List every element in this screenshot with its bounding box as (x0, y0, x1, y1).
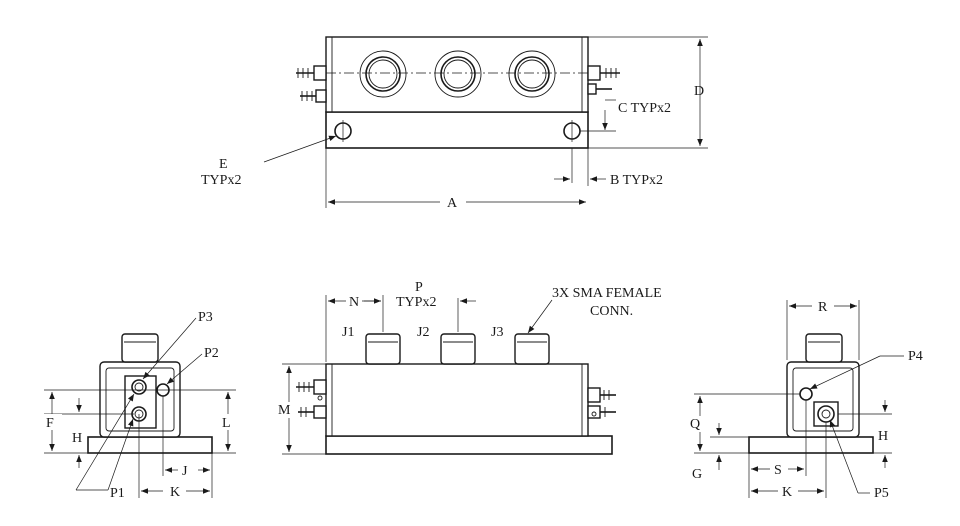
dim-K-right-label: K (782, 485, 792, 500)
right-view-connector (805, 333, 843, 363)
dim-H-left-label: H (72, 431, 82, 446)
sma-note-line2: CONN. (590, 304, 633, 319)
left-view-connector (121, 333, 159, 363)
top-view: D C TYPx2 B TYPx2 A E TYPx2 (201, 36, 708, 211)
dim-S-label: S (774, 463, 782, 478)
front-view-connector-J2 (440, 333, 476, 365)
dim-P-label: P (415, 280, 423, 295)
port-P2-label: P2 (204, 346, 219, 361)
dim-E-label: E (219, 157, 228, 172)
top-view-connector-3 (508, 50, 556, 98)
dim-L-label: L (222, 416, 231, 431)
dim-J-label: J (182, 464, 188, 479)
dim-A-label: A (447, 196, 458, 211)
dim-G-label: G (692, 467, 702, 482)
connector-J2-label: J2 (417, 325, 429, 340)
top-view-base-flange (325, 111, 589, 149)
front-view-left-screws (296, 379, 327, 419)
dim-C-label: C TYPx2 (618, 101, 671, 116)
port-P3-label: P3 (198, 310, 213, 325)
sma-note-line1: 3X SMA FEMALE (552, 286, 662, 301)
top-view-connector-1 (359, 50, 407, 98)
front-view-right-screws (587, 387, 616, 419)
connector-J3-label: J3 (491, 325, 503, 340)
connector-J1-label: J1 (342, 325, 354, 340)
front-view-body (325, 363, 589, 437)
top-view-left-screws (296, 65, 327, 103)
top-view-right-screws (587, 65, 620, 95)
front-view-connector-J1 (365, 333, 401, 365)
left-end-view: F H L J K P3 P2 P1 (42, 310, 238, 501)
dim-H-right-label: H (878, 429, 888, 444)
dim-B-label: B TYPx2 (610, 173, 663, 188)
dim-Q-label: Q (690, 417, 700, 432)
dim-F-label: F (46, 416, 54, 431)
port-P5-label: P5 (874, 486, 889, 501)
dim-M-label: M (278, 403, 291, 418)
dim-D-label: D (694, 84, 704, 99)
dim-P-sublabel: TYPx2 (396, 295, 436, 310)
top-view-body (325, 36, 589, 113)
right-view-base (748, 436, 874, 454)
front-view-connector-J3 (514, 333, 550, 365)
dim-K-left-label: K (170, 485, 180, 500)
front-view-base (325, 435, 613, 455)
port-P1-label: P1 (110, 486, 125, 501)
right-end-view: R P4 Q G H S K P5 (688, 300, 923, 501)
dim-N-label: N (349, 295, 359, 310)
port-P4-label: P4 (908, 349, 923, 364)
dim-E-sublabel: TYPx2 (201, 173, 241, 188)
front-view: J1 J2 J3 N (276, 280, 662, 455)
top-view-connector-2 (434, 50, 482, 98)
dim-R-label: R (818, 300, 828, 315)
